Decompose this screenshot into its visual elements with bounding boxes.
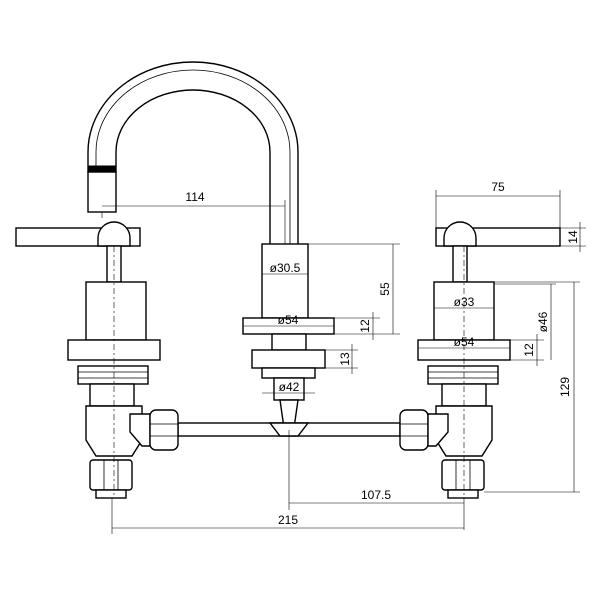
left-valve-body xyxy=(85,281,147,341)
spout-tee xyxy=(268,422,310,437)
left-handle-cap xyxy=(97,221,131,247)
left-compression-nut xyxy=(149,409,179,451)
dimensions: 114 75 14 ø30.5 55 ø54 12 13 ø42 xyxy=(101,180,586,534)
dim-valve-shank-diameter: ø46 xyxy=(536,311,550,332)
dim-valve-total-height: 129 xyxy=(558,377,572,397)
right-handle-cap xyxy=(443,221,477,247)
left-valve-shank xyxy=(89,383,135,407)
dim-spout-nut-diameter: ø42 xyxy=(279,380,300,394)
dim-spout-flange-thickness: 12 xyxy=(358,319,372,333)
left-valve-nut xyxy=(77,365,149,385)
dim-half-spread: 107.5 xyxy=(361,488,391,502)
right-compression-nut xyxy=(399,409,429,451)
spout-aerator xyxy=(87,171,117,213)
left-valve xyxy=(15,221,161,499)
dim-spout-flange-diameter: ø54 xyxy=(278,313,299,327)
left-supply-nut xyxy=(89,459,133,491)
left-elbow xyxy=(129,413,151,447)
spout xyxy=(87,61,335,429)
spout-shank xyxy=(271,333,307,351)
centerlines xyxy=(113,246,465,498)
right-stem xyxy=(452,245,468,283)
spout-nut xyxy=(251,349,326,369)
dim-spout-reach: 114 xyxy=(185,190,204,204)
right-supply-nut xyxy=(441,459,485,491)
right-supply-tail xyxy=(447,489,479,499)
spout-outer-curve xyxy=(87,61,299,247)
dim-spout-height: 55 xyxy=(378,282,392,296)
dim-spout-diameter: ø30.5 xyxy=(270,261,301,275)
dim-valve-flange-thickness: 12 xyxy=(522,343,536,357)
dim-valve-flange-diameter: ø54 xyxy=(454,335,475,349)
right-elbow xyxy=(427,413,449,447)
dim-total-spread: 215 xyxy=(278,513,298,527)
spout-washer xyxy=(261,367,316,379)
dim-spout-nut-height: 13 xyxy=(338,352,352,366)
connector-pipe xyxy=(129,409,449,451)
spout-body xyxy=(261,243,309,319)
spout-inner-curve xyxy=(95,69,291,246)
dim-handle-height: 14 xyxy=(566,230,580,244)
right-valve-nut xyxy=(427,365,499,385)
dim-handle-width: 75 xyxy=(491,180,505,194)
left-supply-tail xyxy=(95,489,127,499)
